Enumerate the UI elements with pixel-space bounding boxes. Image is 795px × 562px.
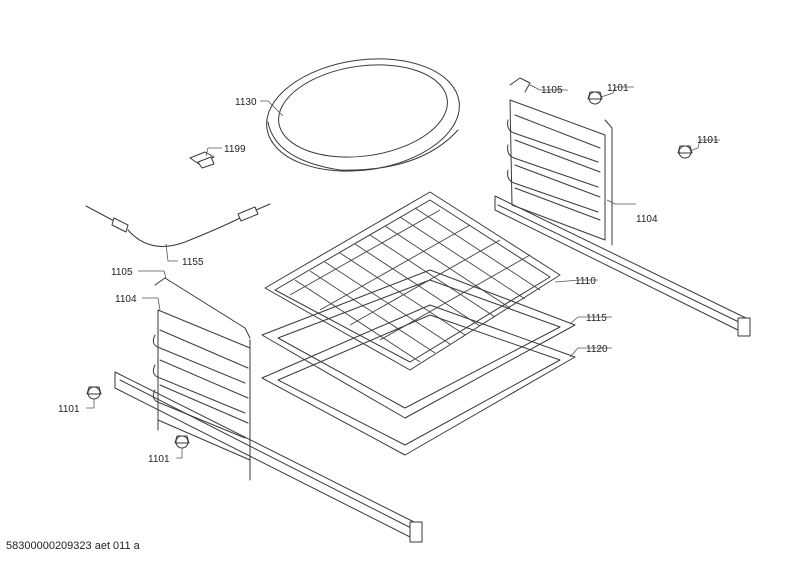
label-1120: 1120 xyxy=(586,344,608,355)
label-1105-right: 1105 xyxy=(541,85,563,96)
screw-left-top xyxy=(86,386,102,400)
diagram-reference-code: 58300000209323 aet 011 a xyxy=(6,540,140,552)
label-1104-left: 1104 xyxy=(115,294,137,305)
round-pan xyxy=(266,58,460,172)
label-1110: 1110 xyxy=(575,276,596,287)
screw-right-top xyxy=(587,91,603,105)
screw-left-bottom xyxy=(174,435,190,449)
left-telescopic-runner xyxy=(114,371,423,543)
label-1130: 1130 xyxy=(235,97,257,108)
right-telescopic-runner xyxy=(494,195,751,337)
temperature-probe xyxy=(85,203,271,247)
label-1104-right: 1104 xyxy=(636,214,658,225)
label-1105-left: 1105 xyxy=(111,267,133,278)
label-1101-right-top: 1101 xyxy=(607,83,629,94)
label-1155: 1155 xyxy=(182,257,204,268)
label-1101-right-mid: 1101 xyxy=(697,135,719,146)
leader-lines xyxy=(86,84,720,459)
shallow-tray xyxy=(261,269,576,419)
left-side-grid xyxy=(152,277,251,481)
deep-tray xyxy=(261,304,576,456)
small-clip xyxy=(189,151,215,169)
label-1101-left-top: 1101 xyxy=(58,404,80,415)
label-1115: 1115 xyxy=(586,313,607,324)
screw-right-mid xyxy=(677,145,693,159)
right-side-grid xyxy=(507,77,613,246)
label-1199: 1199 xyxy=(224,144,246,155)
label-1101-left-bottom: 1101 xyxy=(148,454,170,465)
wire-rack xyxy=(264,191,561,371)
